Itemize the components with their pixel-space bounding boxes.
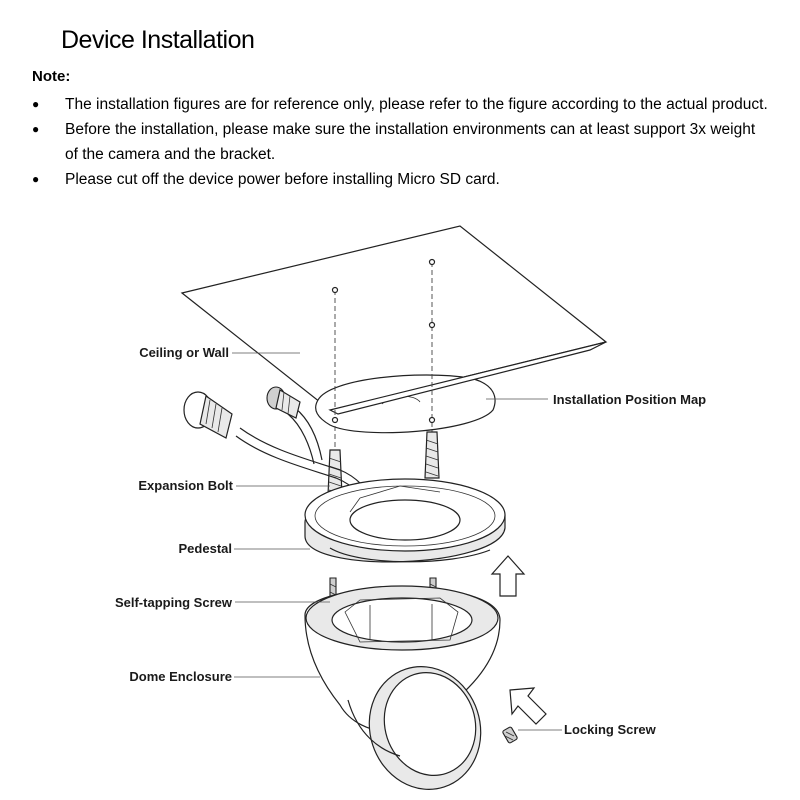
note-item: ● Before the installation, please make s… xyxy=(32,117,772,167)
bullet-icon: ● xyxy=(32,122,40,136)
leader-lines xyxy=(232,352,562,731)
installation-diagram: Ceiling or Wall Installation Position Ma… xyxy=(115,225,706,790)
label-dome-enclosure: Dome Enclosure xyxy=(129,669,232,684)
label-pedestal: Pedestal xyxy=(179,541,232,556)
label-locking-screw: Locking Screw xyxy=(564,722,657,737)
locking-screw xyxy=(502,726,518,744)
note-item: ● Please cut off the device power before… xyxy=(32,167,772,192)
bullet-icon: ● xyxy=(32,172,40,186)
note-text: Before the installation, please make sur… xyxy=(65,121,756,163)
note-label: Note: xyxy=(32,68,71,85)
drill-lines xyxy=(331,258,436,470)
page-title: Device Installation xyxy=(61,26,255,54)
label-expansion-bolt: Expansion Bolt xyxy=(138,478,233,493)
dome-enclosure xyxy=(304,585,501,790)
note-text: Please cut off the device power before i… xyxy=(65,171,500,188)
note-item: ● The installation figures are for refer… xyxy=(32,92,772,117)
pedestal xyxy=(304,478,506,563)
expansion-bolt-right xyxy=(424,431,440,479)
notes-list: ● The installation figures are for refer… xyxy=(32,92,772,192)
arrow-up-icon xyxy=(490,555,526,597)
note-text: The installation figures are for referen… xyxy=(65,96,768,113)
bullet-icon: ● xyxy=(32,97,40,111)
label-ceiling-or-wall: Ceiling or Wall xyxy=(139,345,229,360)
position-map xyxy=(315,341,607,434)
label-self-tapping-screw: Self-tapping Screw xyxy=(115,595,233,610)
arrow-diagonal-icon xyxy=(509,687,547,725)
label-installation-position-map: Installation Position Map xyxy=(553,392,706,407)
